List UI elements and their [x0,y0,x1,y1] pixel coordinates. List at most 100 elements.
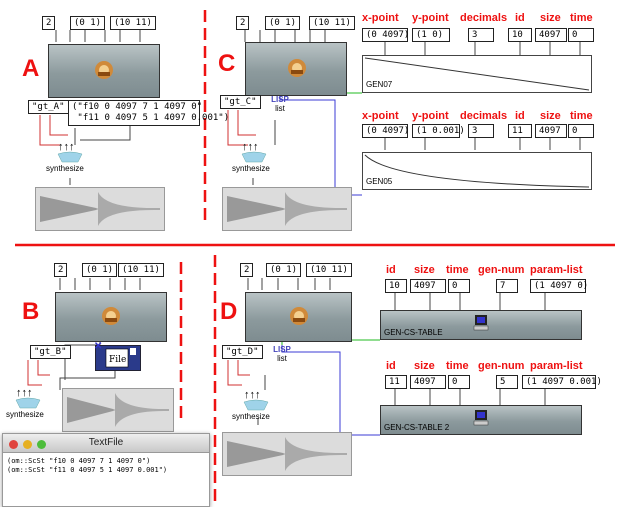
input-box-10-11-b[interactable]: (10 11) [118,263,164,277]
gen-cs-table-2-box[interactable]: GEN-CS-TABLE 2 [380,405,582,435]
textfile-box[interactable]: File [95,345,141,371]
header-id-2: id [515,110,525,122]
orchestra-icon [93,59,115,81]
section-letter-c: C [218,50,236,77]
synthesize-icon[interactable]: ↑↑↑ [242,388,270,412]
computer-icon [473,409,489,432]
value-y-point[interactable]: (1 0) [412,28,450,42]
name-box-gt-a[interactable]: "gt_A" [28,100,69,114]
score-list-box[interactable]: ("f10 0 4097 7 1 4097 0" "f11 0 4097 5 1… [68,100,229,126]
value-time[interactable]: 0 [568,28,594,42]
window-title: TextFile [88,437,124,448]
window-titlebar[interactable]: TextFile [3,434,209,453]
csound-synth-box-b[interactable] [55,292,167,342]
close-window-icon[interactable] [9,440,18,449]
waveform-graphic [40,192,160,226]
input-box-10-11[interactable]: (10 11) [110,16,156,30]
lisp-list-box-c[interactable]: LISP list [270,95,290,113]
header-id: id [515,12,525,24]
csound-synth-box-c[interactable] [245,42,347,96]
section-letter-b: B [22,298,40,325]
value-id[interactable]: 10 [508,28,532,42]
synthesize-icon[interactable]: ↑↑↑ [56,140,84,164]
value-x-point-2[interactable]: (0 4097) [362,124,409,138]
waveform-graphic [67,393,169,427]
textfile-window[interactable]: TextFile (om::ScSt "f10 0 4097 7 1 4097 … [2,433,210,507]
gen07-curve [364,57,590,91]
value-decimals[interactable]: 3 [468,28,494,42]
synthesize-label: synthesize [46,164,84,173]
value-time-d1[interactable]: 0 [448,279,470,293]
input-box-0-1-b[interactable]: (0 1) [82,263,118,277]
svg-text:File: File [109,355,126,365]
synthesize-label: synthesize [232,412,270,421]
gen-cs-table-2-label: GEN-CS-TABLE 2 [384,423,450,432]
gen-cs-table-label: GEN-CS-TABLE [384,328,443,337]
value-decimals-2[interactable]: 3 [468,124,494,138]
name-box-gt-b[interactable]: "gt_B" [30,345,71,359]
value-param-list-d1[interactable]: (1 4097 0) [530,279,588,293]
value-y-point-2[interactable]: (1 0.001) [412,124,465,138]
input-box-0-1-d[interactable]: (0 1) [266,263,302,277]
header-size-d1: size [414,264,435,276]
header-time-2: time [570,110,593,122]
synthesize-icon[interactable]: ↑↑↑ [14,386,42,410]
synthesize-label: synthesize [232,164,270,173]
value-size-2[interactable]: 4097 [535,124,567,138]
textfile-content[interactable]: (om::ScSt "f10 0 4097 7 1 4097 0") (om::… [7,457,168,474]
header-id-d1: id [386,264,396,276]
header-gen-num-d2: gen-num [478,360,525,372]
value-time-2[interactable]: 0 [568,124,594,138]
input-box-2[interactable]: 2 [42,16,56,30]
input-box-2-c[interactable]: 2 [236,16,250,30]
value-id-d1[interactable]: 10 [385,279,407,293]
sound-waveform[interactable] [222,432,352,476]
minimize-window-icon[interactable] [23,440,32,449]
header-size: size [540,12,561,24]
value-size-d2[interactable]: 4097 [410,375,446,389]
name-box-gt-d[interactable]: "gt_D" [222,345,263,359]
gen07-label: GEN07 [366,80,393,89]
input-box-0-1-c[interactable]: (0 1) [265,16,301,30]
header-param-list-d2: param-list [530,360,583,372]
lisp-label: LISP [273,345,291,354]
value-size-d1[interactable]: 4097 [410,279,446,293]
input-box-10-11-d[interactable]: (10 11) [306,263,352,277]
input-box-2-b[interactable]: 2 [54,263,68,277]
value-x-point[interactable]: (0 4097) [362,28,409,42]
lisp-label: LISP [271,95,289,104]
svg-text:↑↑↑: ↑↑↑ [242,141,259,153]
file-icon: File [105,348,136,368]
sound-waveform[interactable] [35,187,165,231]
sound-waveform[interactable] [222,187,352,231]
gen-cs-table-box[interactable]: GEN-CS-TABLE [380,310,582,340]
name-box-gt-c[interactable]: "gt_C" [220,95,261,109]
close-x-icon[interactable]: ✕ [94,341,103,352]
sound-waveform[interactable] [62,388,174,432]
gen07-table-box[interactable]: GEN07 [362,55,592,93]
value-id-d2[interactable]: 11 [385,375,407,389]
value-size[interactable]: 4097 [535,28,567,42]
computer-icon [473,314,489,337]
value-gen-num-d2[interactable]: 5 [496,375,518,389]
lisp-sub-label: list [275,104,285,113]
csound-synth-box[interactable] [48,44,160,98]
input-box-2-d[interactable]: 2 [240,263,254,277]
value-time-d2[interactable]: 0 [448,375,470,389]
input-box-0-1[interactable]: (0 1) [70,16,106,30]
lisp-list-box-d[interactable]: LISP list [272,345,292,363]
zoom-window-icon[interactable] [37,440,46,449]
svg-text:↑↑↑: ↑↑↑ [58,141,75,153]
value-param-list-d2[interactable]: (1 4097 0.001) [522,375,602,389]
value-id-2[interactable]: 11 [508,124,532,138]
input-box-10-11-c[interactable]: (10 11) [309,16,355,30]
header-decimals-2: decimals [460,110,508,122]
csound-synth-box-d[interactable] [245,292,352,342]
gen05-table-box[interactable]: GEN05 [362,152,592,190]
orchestra-icon [286,57,308,79]
synthesize-icon[interactable]: ↑↑↑ [240,140,268,164]
value-gen-num-d1[interactable]: 7 [496,279,518,293]
waveform-graphic [227,437,347,471]
header-x-point: x-point [362,12,399,24]
gen05-label: GEN05 [366,177,393,186]
